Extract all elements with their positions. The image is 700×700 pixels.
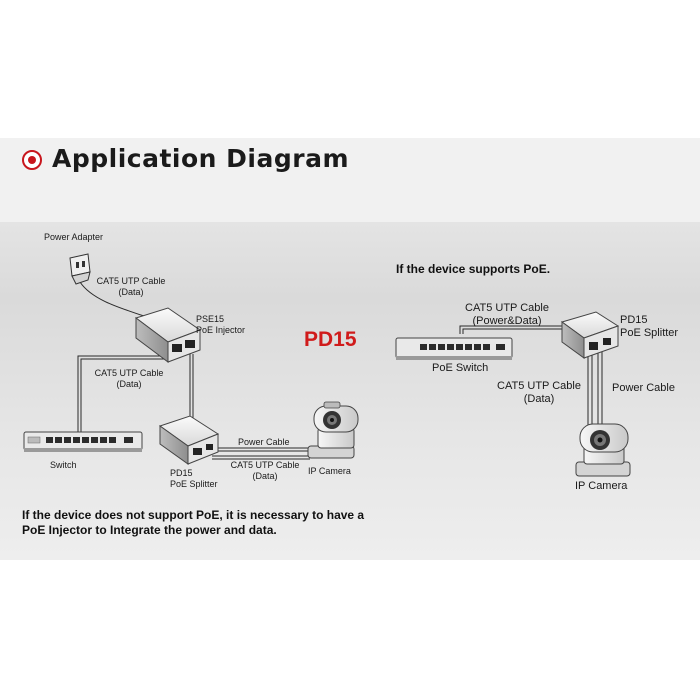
ip-camera-device-left [307,401,359,459]
model-label: PD15 [304,328,357,351]
power-cable-label-left: Power Cable [238,437,290,447]
cable-label-bottom: CAT5 UTP Cable (Data) [226,460,304,482]
splitter-label-right: PD15 PoE Splitter [620,314,678,340]
cable-label-right-mid: CAT5 UTP Cable (Data) [494,380,584,406]
poe-supported-heading: If the device supports PoE. [396,262,551,276]
splitter-label-left-line1: PD15 [170,468,193,478]
injector-label-line2: PoE Injector [196,325,246,335]
poe-splitter-device-left [158,415,220,465]
splitter-label-left: PD15 PoE Splitter [170,468,218,490]
page-title: Application Diagram [52,144,349,173]
cable-label-right-mid-line2: (Data) [523,393,555,405]
bullet-circle-icon [22,150,42,170]
power-cable-label-right: Power Cable [612,382,675,394]
ip-camera-device-right [575,423,631,477]
cable-label-bottom-line1: CAT5 UTP Cable [230,460,300,470]
footer-note-line1: If the device does not support PoE, it i… [22,508,365,522]
poe-splitter-device-right [560,311,620,359]
cable-label-top-line2: (Data) [118,287,144,297]
cable-label-top: CAT5 UTP Cable (Data) [96,276,166,298]
cable-label-right-mid-line1: CAT5 UTP Cable [497,380,581,392]
cable-label-mid: CAT5 UTP Cable (Data) [92,368,166,390]
camera-label-right: IP Camera [575,480,628,492]
footer-note-line2: PoE Injector to Integrate the power and … [22,523,277,537]
cable-label-top-line1: CAT5 UTP Cable [96,276,166,286]
switch-label: Switch [50,460,77,470]
cable-label-right-top: CAT5 UTP Cable (Power&Data) [462,302,552,328]
switch-device [23,431,143,452]
injector-label-line1: PSE15 [196,314,225,324]
injector-to-switch-cable [77,354,169,436]
cable-label-mid-line1: CAT5 UTP Cable [94,368,164,378]
splitter-label-left-line2: PoE Splitter [170,479,218,489]
adapter-to-injector-cable [79,281,151,319]
header-band [0,138,700,222]
poe-injector-device [134,307,202,363]
switch-to-splitter-cable-2 [462,328,566,334]
footer-note: If the device does not support PoE, it i… [22,508,402,538]
cable-label-mid-line2: (Data) [116,379,142,389]
splitter-label-right-line2: PoE Splitter [620,327,679,339]
poe-switch-label: PoE Switch [432,362,489,374]
power-adapter-label: Power Adapter [44,232,104,242]
cable-label-right-top-line2: (Power&Data) [472,315,542,327]
cable-label-right-top-line1: CAT5 UTP Cable [465,302,549,314]
right-cables [459,325,603,430]
injector-label: PSE15 PoE Injector [196,314,245,336]
poe-switch-device [395,337,513,360]
power-adapter-icon [69,253,91,285]
switch-to-splitter-cable [459,325,566,334]
injector-to-switch-cable-2 [80,354,172,436]
splitter-label-right-line1: PD15 [620,314,648,326]
cable-label-bottom-line2: (Data) [252,471,278,481]
camera-label-left: IP Camera [308,466,351,476]
